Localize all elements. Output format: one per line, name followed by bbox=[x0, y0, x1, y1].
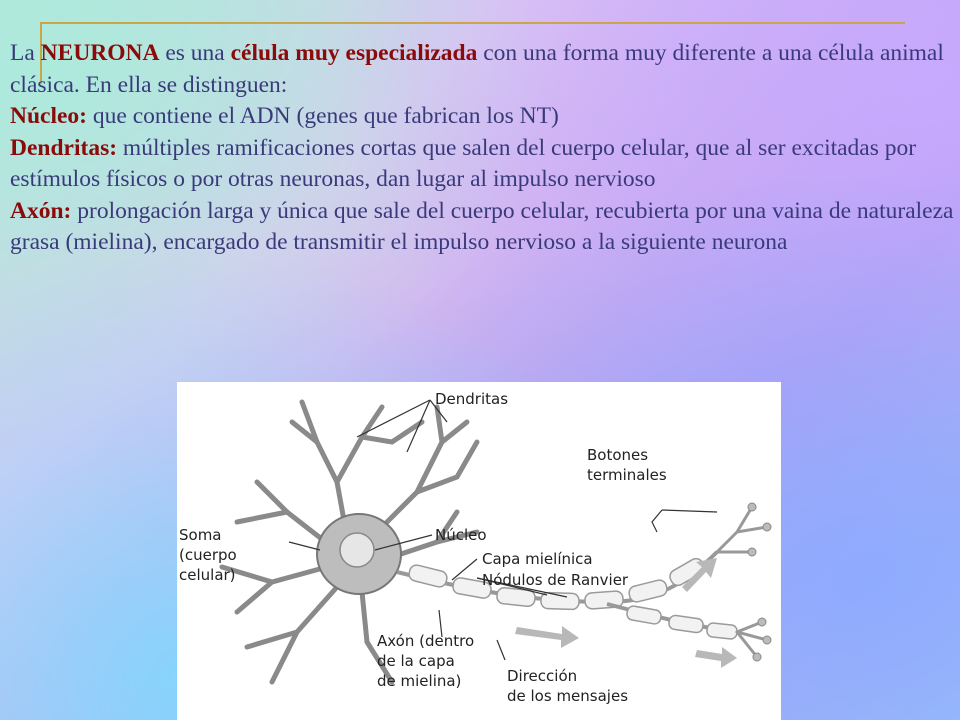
label-capa-mielinica: Capa mielínica bbox=[482, 550, 593, 568]
label-botones: Botones bbox=[587, 446, 648, 464]
label-nodulos-ranvier: Nódulos de Ranvier bbox=[482, 571, 629, 589]
direction-arrows bbox=[515, 558, 737, 668]
label-direccion: Dirección bbox=[507, 667, 577, 685]
nucleo-paragraph: Núcleo: que contiene el ADN (genes que f… bbox=[10, 101, 955, 133]
term-nucleo: Núcleo: bbox=[10, 103, 88, 129]
decorative-left-line bbox=[40, 22, 42, 84]
label-dendritas: Dendritas bbox=[435, 390, 508, 408]
term-dendritas: Dendritas: bbox=[10, 134, 118, 161]
intro-suffix: con una forma muy diferente a una célula… bbox=[10, 40, 944, 98]
label-soma: Soma bbox=[179, 526, 222, 544]
nucleus-drawing bbox=[339, 532, 375, 568]
term-axon: Axón: bbox=[10, 197, 72, 224]
dendritas-paragraph: Dendritas: múltiples ramificaciones cort… bbox=[10, 133, 955, 196]
axon-paragraph: Axón: prolongación larga y única que sal… bbox=[10, 196, 955, 259]
label-cuerpo: (cuerpo bbox=[179, 546, 237, 564]
label-celular: celular) bbox=[179, 566, 236, 584]
dendritas-text: múltiples ramificaciones cortas que sale… bbox=[10, 134, 917, 193]
label-nucleo: Núcleo bbox=[435, 526, 487, 544]
intro-middle: es una bbox=[165, 40, 225, 66]
intro-prefix: La bbox=[10, 40, 35, 66]
nucleo-text: que contiene el ADN (genes que fabrican … bbox=[92, 103, 559, 129]
dendrites-drawing bbox=[219, 399, 480, 685]
axon-drawing bbox=[396, 502, 772, 662]
neuron-illustration: Dendritas Botones terminales Soma (cuerp… bbox=[179, 390, 772, 705]
axon-text: prolongación larga y única que sale del … bbox=[10, 197, 954, 256]
term-neurona: NEURONA bbox=[40, 40, 160, 66]
label-mensajes: de los mensajes bbox=[507, 687, 628, 705]
label-mielina: de mielina) bbox=[377, 672, 461, 690]
decorative-top-line bbox=[40, 22, 905, 24]
neuron-diagram: Dendritas Botones terminales Soma (cuerp… bbox=[177, 382, 781, 720]
leader-lines bbox=[288, 399, 718, 661]
label-capa: de la capa bbox=[377, 652, 455, 670]
label-axon: Axón (dentro bbox=[377, 632, 474, 650]
term-celula-especializada: célula muy especializada bbox=[230, 40, 478, 66]
label-terminales: terminales bbox=[587, 466, 667, 484]
intro-paragraph: La NEURONA es una célula muy especializa… bbox=[10, 38, 955, 101]
description-text: La NEURONA es una célula muy especializa… bbox=[10, 38, 955, 259]
